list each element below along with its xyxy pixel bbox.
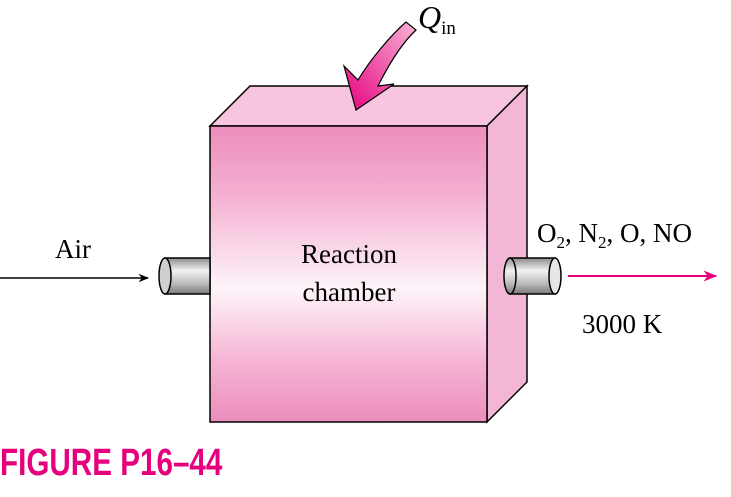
chamber-side-face (486, 84, 528, 424)
outlet-temperature-label: 3000 K (582, 309, 663, 339)
heat-subscript: in (441, 18, 456, 39)
inlet-pipe-opening (158, 257, 172, 295)
inlet-pipe (158, 257, 211, 295)
chamber-label-line2: chamber (303, 277, 396, 307)
inlet-label: Air (55, 234, 91, 264)
chamber-front-face (209, 125, 488, 423)
chamber-label-line1: Reaction (301, 239, 397, 269)
reaction-chamber-box (208, 84, 529, 424)
figure-caption: FIGURE P16–44 (0, 442, 223, 484)
outlet-pipe-opening (548, 257, 562, 295)
outlet-pipe (503, 257, 562, 295)
species-rest: , O, NO (607, 218, 693, 248)
heat-symbol: Q (418, 0, 441, 35)
outlet-species-label: O2, N2, O, NO (537, 218, 692, 252)
heat-input-label: Qin (418, 0, 456, 39)
species-n2: N (579, 218, 599, 248)
species-o2: O (537, 218, 557, 248)
curved-arrow-icon (342, 21, 417, 111)
